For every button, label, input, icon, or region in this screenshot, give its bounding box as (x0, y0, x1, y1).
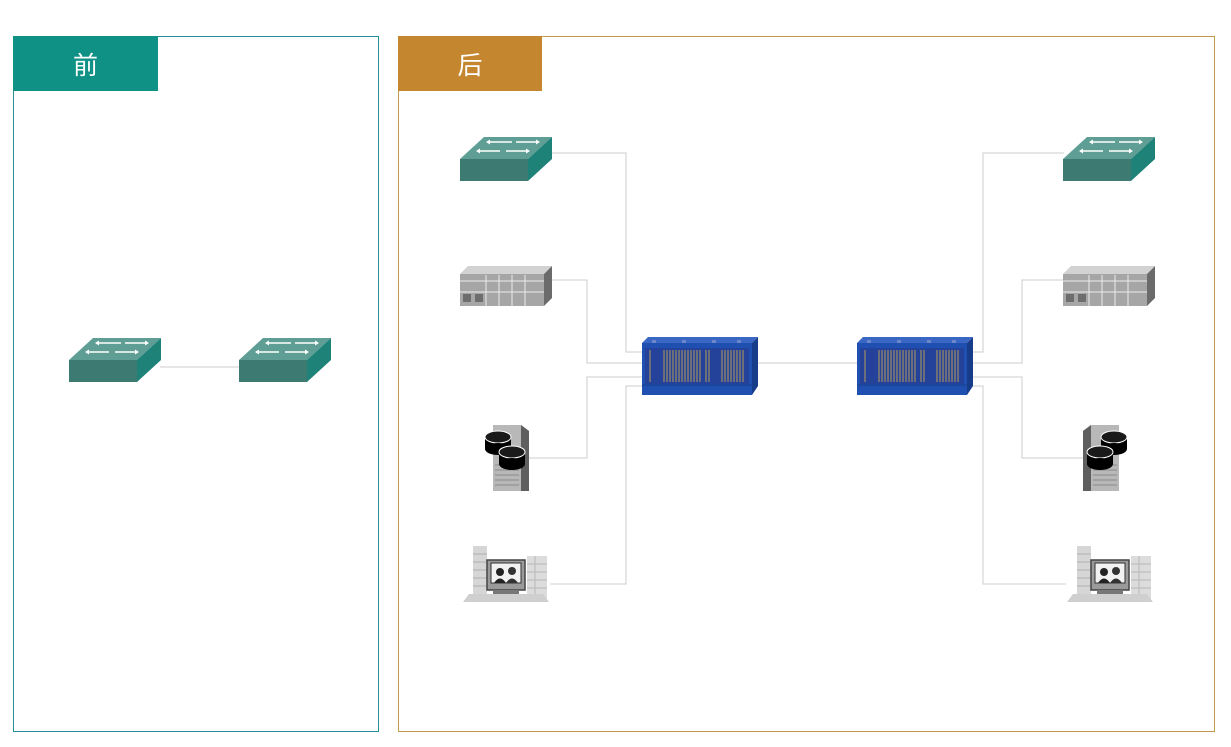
link-right-plc (972, 279, 1064, 364)
after-panel-title: 后 (398, 36, 542, 91)
link-left-db (528, 376, 643, 459)
after-links (528, 152, 1083, 585)
before-panel: 前 (13, 36, 379, 732)
link-right-video (972, 385, 1066, 585)
right-plc-icon (1062, 265, 1156, 307)
link-left-video (550, 385, 643, 585)
link-right-db (972, 376, 1083, 459)
left-chassis-icon (641, 336, 759, 396)
link-left-switch (552, 152, 643, 353)
right-chassis-icon (856, 336, 974, 396)
link-right-switch (972, 152, 1064, 353)
before-panel-title: 前 (13, 36, 158, 91)
link-left-plc (552, 279, 643, 364)
left-plc-icon (459, 265, 553, 307)
